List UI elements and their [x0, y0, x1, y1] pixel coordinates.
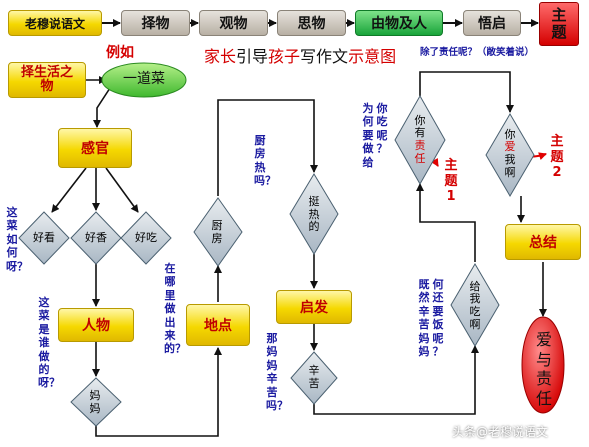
senses-node: 感官 — [58, 128, 132, 168]
final-ellipse — [521, 316, 565, 414]
person-node: 人物 — [58, 308, 134, 342]
arrow-mom-place — [95, 347, 222, 437]
smell-label: 好香 — [85, 230, 107, 244]
arrow-senses-look — [51, 167, 87, 213]
love-part-c: 我啊 — [504, 153, 516, 179]
diamond-taste — [120, 211, 172, 265]
title-schematic: 示意图 — [348, 47, 397, 66]
step-think: 思物 — [277, 10, 346, 36]
theme2-text: 主题 — [550, 134, 564, 165]
step-choose-label: 择物 — [141, 16, 170, 32]
diamond-mom — [70, 377, 122, 427]
logo-text: 老穆说语文 — [24, 16, 85, 31]
arrow-senses-taste — [105, 167, 139, 213]
theme-box: 主题 — [539, 2, 579, 46]
example-label: 例如 — [106, 45, 134, 61]
step-extend-label: 由物及人 — [371, 16, 427, 32]
step-choose: 择物 — [121, 10, 190, 36]
arrow-resp-love — [419, 71, 514, 113]
diagram-title: 家长引导孩子写作文示意图 — [204, 47, 397, 66]
question-why-text: 为何要做给你吃呢？ — [362, 102, 388, 169]
diamond-hot — [289, 173, 339, 255]
dish-label: 一道菜 — [123, 71, 165, 87]
place-node: 地点 — [186, 304, 250, 346]
theme2-num: 2 — [552, 165, 562, 181]
diamond-kitchen — [193, 197, 243, 267]
theme1-text: 主题 — [444, 158, 458, 189]
place-label: 地点 — [204, 318, 232, 334]
step-observe-label: 观物 — [219, 16, 248, 32]
dish-ellipse — [101, 62, 187, 98]
question-kitchen: 厨房热吗？ — [254, 134, 276, 188]
step-insight-label: 悟启 — [478, 16, 506, 32]
question-hard: 那妈妈辛苦吗？ — [266, 332, 288, 413]
title-write: 写作文 — [300, 47, 349, 66]
diamond-hard — [290, 351, 338, 405]
choose-label: 择生活之物 — [20, 64, 73, 94]
logo-box: 老穆说语文 — [8, 10, 102, 36]
title-child: 孩子 — [268, 47, 301, 66]
inspire-node: 启发 — [276, 290, 352, 324]
diamond-look — [18, 211, 70, 265]
resp-text: 你有责任 — [413, 113, 427, 166]
question-top: 除了责任呢？（敞笑着说） — [420, 47, 535, 58]
question-still-text: 既然辛苦妈妈何还要饭呢？ — [418, 278, 444, 359]
give-label: 给我吃啊 — [469, 279, 481, 331]
resp-label: 你有责任 — [413, 108, 427, 172]
summary-label: 总结 — [529, 235, 557, 251]
choose-node: 择生活之物 — [8, 62, 86, 98]
inspire-label: 启发 — [300, 300, 328, 316]
love-part-b: 爱 — [504, 140, 516, 154]
person-label: 人物 — [82, 318, 110, 334]
theme-label: 主题 — [549, 7, 568, 41]
love-part-a: 你 — [504, 127, 516, 141]
step-observe: 观物 — [199, 10, 268, 36]
watermark: 头条@老穆说语文 — [452, 425, 549, 439]
resp-part-a: 你有 — [414, 113, 426, 140]
step-extend: 由物及人 — [355, 10, 443, 36]
final-label: 爱与责任 — [535, 330, 552, 408]
question-where: 在哪里做出来的？ — [164, 262, 186, 356]
arrow-hard-give — [313, 345, 479, 415]
senses-label: 感官 — [81, 141, 109, 157]
title-parents: 家长 — [204, 47, 237, 66]
kitchen-label: 厨房 — [211, 219, 223, 245]
diamond-give — [450, 263, 500, 347]
arrow-give-resp — [416, 183, 476, 262]
step-think-label: 思物 — [297, 16, 326, 32]
love-label: 你爱我啊 — [503, 126, 517, 182]
diamond-resp — [394, 94, 446, 186]
hot-label: 挺热的 — [308, 195, 320, 234]
hard-label: 辛苦 — [308, 364, 320, 390]
step-insight: 悟启 — [463, 10, 521, 36]
theme1-num: 1 — [446, 189, 456, 205]
arrow-dish-senses — [93, 87, 111, 128]
love-text: 你爱我啊 — [503, 127, 517, 180]
taste-label: 好吃 — [135, 230, 157, 244]
question-look: 这菜如何呀？ — [6, 206, 28, 273]
resp-part-b: 责任 — [414, 139, 426, 165]
arrow-kitchen-hot — [217, 99, 318, 196]
mom-label: 妈妈 — [89, 389, 101, 415]
question-still: 既然辛苦妈妈何还要饭呢？ — [418, 278, 444, 358]
look-label: 好看 — [33, 230, 55, 244]
diamond-love — [485, 113, 535, 197]
title-guide: 引导 — [236, 47, 269, 66]
question-why: 为何要做给你吃呢？ — [362, 102, 388, 169]
summary-node: 总结 — [505, 224, 581, 260]
question-who: 这菜是谁做的呀？ — [38, 296, 60, 390]
diamond-smell — [70, 211, 122, 265]
